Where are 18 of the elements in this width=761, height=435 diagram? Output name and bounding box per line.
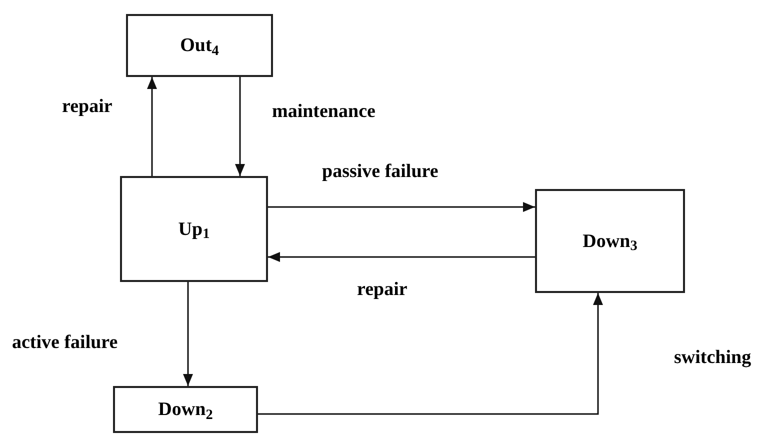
state-box: [120, 176, 268, 282]
edge-label: passive failure: [320, 162, 440, 181]
state-box: [535, 189, 685, 293]
state-box: [113, 386, 258, 433]
state-label: Out$_{4}$: [180, 36, 219, 55]
arrow: [268, 252, 535, 262]
edge-label: switching: [672, 348, 754, 367]
state-label: Down$_{3}$: [582, 232, 638, 250]
state-label: Up$_{1}$: [178, 220, 210, 238]
state-label: Down$_{2}$: [158, 400, 213, 419]
arrow: [183, 282, 193, 386]
arrow: [258, 293, 603, 415]
arrow: [268, 202, 535, 212]
state-box: [126, 14, 273, 77]
edge-label: repair: [60, 97, 114, 116]
arrow: [235, 77, 245, 176]
edge-label: repair: [355, 280, 410, 299]
arrow: [147, 77, 157, 176]
